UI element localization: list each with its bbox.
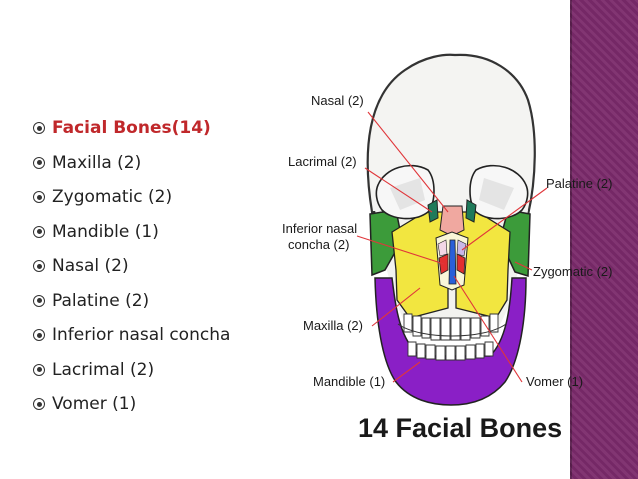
radio-bullet-icon: [33, 260, 45, 272]
radio-bullet-icon: [33, 398, 45, 410]
bullet-list: Facial Bones(14) Maxilla (2) Zygomatic (…: [33, 118, 230, 429]
bullet-item-palatine: Palatine (2): [33, 291, 230, 326]
vomer: [448, 239, 457, 285]
bullet-item-nasal: Nasal (2): [33, 256, 230, 291]
diagram-title: 14 Facial Bones: [358, 413, 562, 443]
bullet-text: Maxilla (2): [52, 152, 142, 173]
label-palatine: Palatine (2): [546, 176, 612, 191]
inferior-concha-right: [456, 253, 466, 275]
lacrimal-left: [427, 199, 439, 223]
bullet-item-mandible: Mandible (1): [33, 222, 230, 257]
bullet-text: Zygomatic (2): [52, 187, 173, 207]
radio-bullet-icon: [33, 156, 45, 169]
bullet-item-inferior-nasal-concha: Inferior nasal concha: [33, 325, 230, 360]
bullet-item-zygomatic: Zygomatic (2): [33, 187, 230, 222]
bullet-text: Palatine (2): [52, 290, 150, 311]
label-maxilla: Maxilla (2): [303, 318, 363, 333]
radio-bullet-icon: [33, 191, 45, 203]
bullet-text: Facial Bones(14): [52, 118, 211, 138]
label-nasal: Nasal (2): [311, 93, 364, 108]
label-inferior-nasal-line1: Inferior nasal: [282, 221, 357, 236]
bullet-text: Inferior nasal concha: [52, 325, 231, 345]
bullet-text: Nasal (2): [52, 256, 129, 276]
accent-bar: [570, 0, 638, 479]
bullet-text: Vomer (1): [52, 394, 137, 414]
radio-bullet-icon: [33, 363, 45, 376]
label-zygomatic: Zygomatic (2): [533, 264, 612, 279]
label-lacrimal: Lacrimal (2): [288, 154, 357, 169]
label-vomer: Vomer (1): [526, 374, 583, 389]
label-inferior-nasal-line2: concha (2): [288, 237, 349, 252]
bullet-text: Mandible (1): [52, 221, 159, 242]
radio-bullet-icon: [33, 294, 45, 307]
bullet-text: Lacrimal (2): [52, 359, 155, 380]
radio-bullet-icon: [33, 122, 45, 134]
radio-bullet-icon: [33, 225, 45, 238]
nasal-bones: [439, 205, 465, 237]
bullet-item-lacrimal: Lacrimal (2): [33, 360, 230, 395]
lacrimal-right: [465, 199, 477, 223]
bullet-item-maxilla: Maxilla (2): [33, 153, 230, 188]
bullet-item-facial-bones: Facial Bones(14): [33, 118, 230, 153]
teeth: [403, 313, 499, 361]
bullet-item-vomer: Vomer (1): [33, 394, 230, 429]
radio-bullet-icon: [33, 329, 45, 341]
leader-lines: [356, 111, 548, 383]
label-mandible: Mandible (1): [313, 374, 385, 389]
